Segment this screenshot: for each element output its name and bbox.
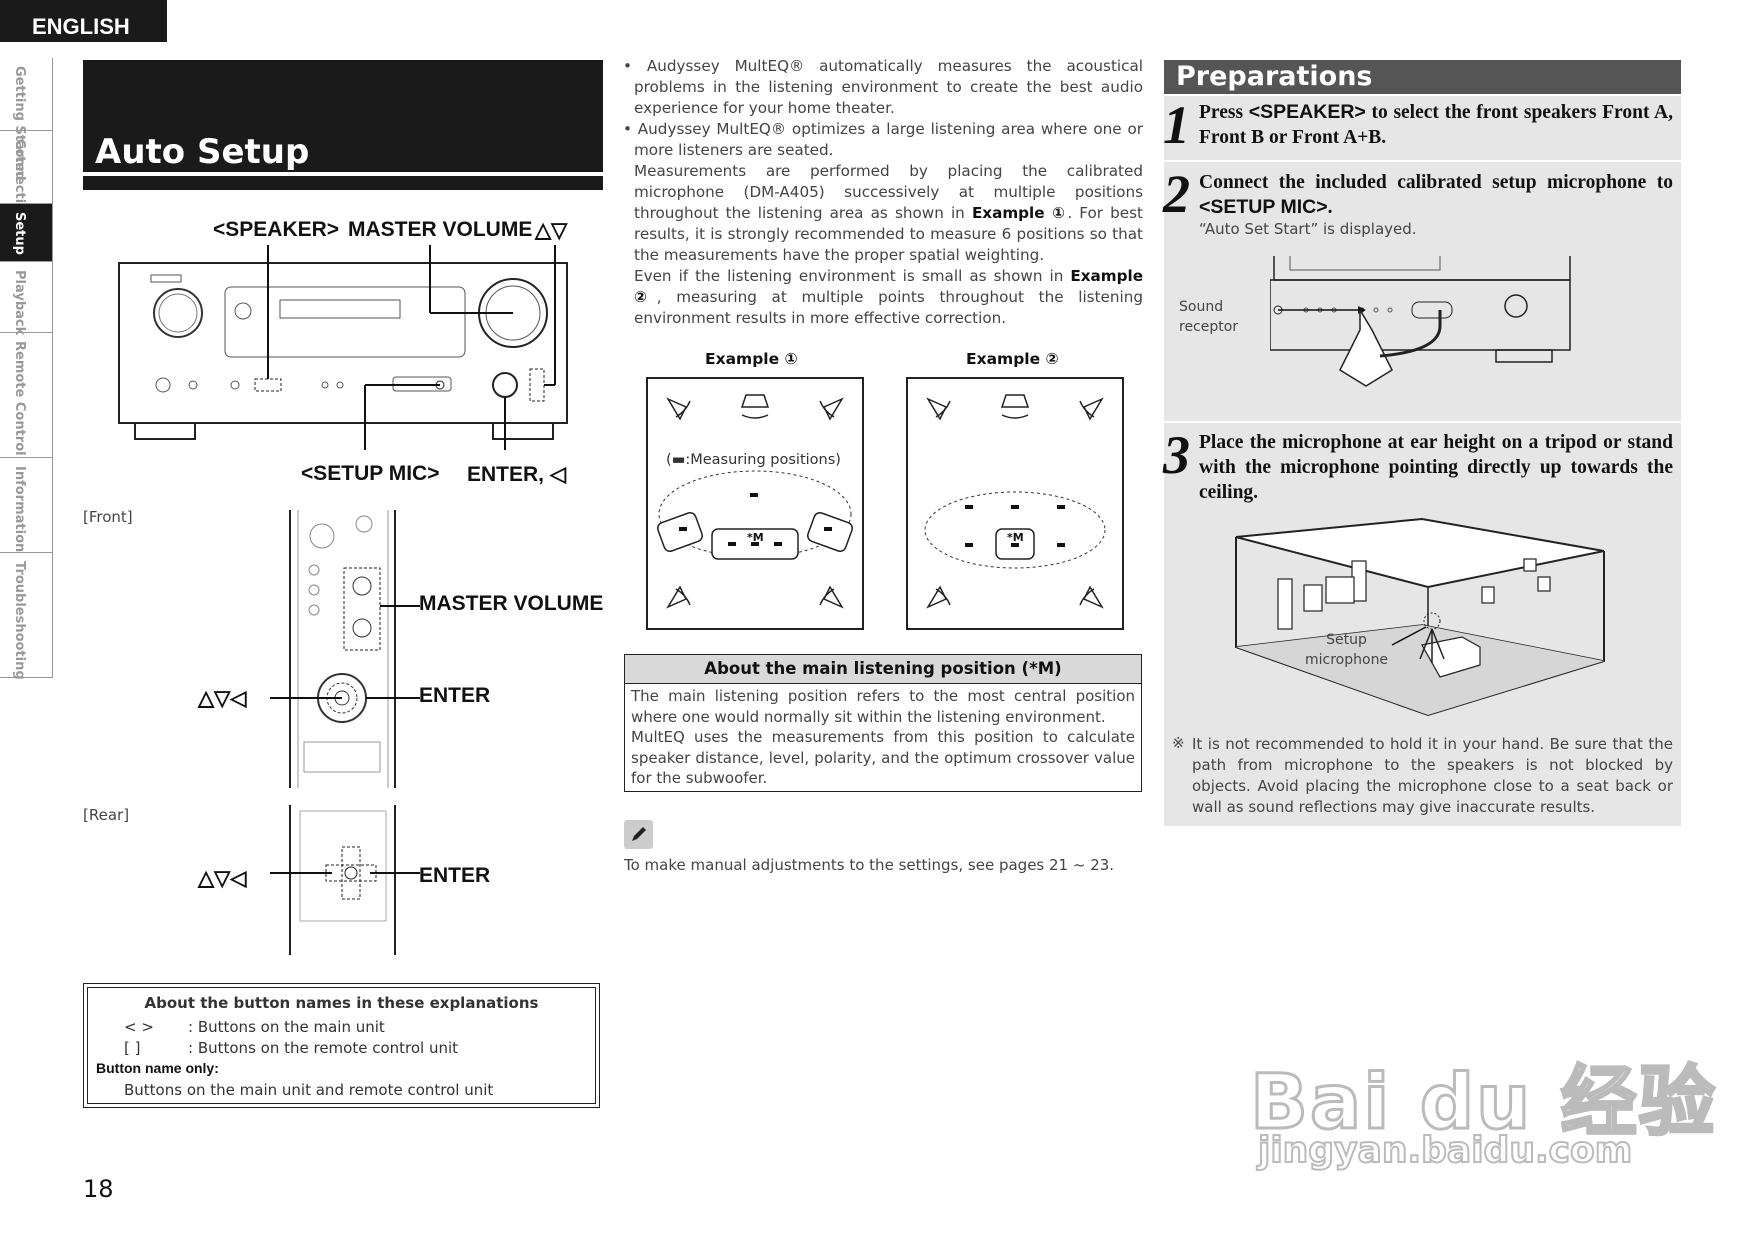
step-2-subtext: “Auto Set Start” is displayed.: [1199, 220, 1417, 238]
main-position-marker-1: *M: [747, 531, 764, 544]
step-2-number: 2: [1163, 164, 1190, 224]
enter-label: ENTER, ◁: [467, 463, 566, 486]
remote-arrows-label: △▽◁: [198, 687, 247, 710]
remote-front-label: [Front]: [83, 508, 133, 526]
button-names-row2-text: : Buttons on the remote control unit: [188, 1039, 459, 1057]
step-2-key: <SETUP MIC>: [1199, 196, 1328, 218]
bullet-2-text: Audyssey MultEQ® optimizes a large liste…: [634, 120, 1143, 159]
page-number: 18: [83, 1175, 114, 1203]
side-tab-connections[interactable]: Connections: [0, 131, 53, 229]
caution-text: It is not recommended to hold it in your…: [1192, 735, 1673, 816]
example-1-diagram: [646, 377, 864, 630]
side-tab-troubleshooting[interactable]: Troubleshooting: [0, 553, 53, 680]
button-names-row2-symbol: [ ]: [124, 1039, 141, 1057]
button-names-box: About the button names in these explanat…: [83, 983, 600, 1108]
bullet-1: • Audyssey MultEQ® automatically measure…: [623, 57, 1143, 117]
master-volume-label: MASTER VOLUME: [348, 218, 533, 241]
remote-rear-label: [Rear]: [83, 806, 130, 824]
button-names-row1-text: : Buttons on the main unit: [188, 1018, 385, 1036]
para1-example-ref: Example ①: [971, 204, 1068, 222]
preparations-title: Preparations: [1176, 61, 1373, 92]
sound-receptor-line-2: receptor: [1179, 319, 1239, 335]
step-1-number: 1: [1163, 95, 1190, 155]
watermark-logo: Bai du 经验: [1249, 1056, 1717, 1148]
example-2-diagram: [906, 377, 1124, 630]
step-1-text-a: Press: [1199, 102, 1249, 123]
step-3-number: 3: [1163, 425, 1190, 485]
step-3-text: Place the microphone at ear height on a …: [1199, 432, 1673, 503]
example-1-label: Example ①: [705, 350, 798, 368]
step-1-text-b: to select the front speakers Front A, Fr…: [1199, 102, 1674, 148]
setup-microphone-line-1: Setup: [1326, 632, 1367, 648]
section-title: Auto Setup: [95, 132, 310, 172]
side-tab-label: Information: [12, 466, 27, 553]
listening-paragraph-2: MultEQ uses the measurements from this p…: [631, 728, 1135, 787]
side-tab-information[interactable]: Information: [0, 458, 53, 553]
main-listening-position-text: The main listening position refers to th…: [625, 684, 1141, 791]
para2-text-b: , measuring at multiple points throughou…: [634, 288, 1144, 327]
step-divider: [1164, 421, 1681, 423]
listening-paragraph-1: The main listening position refers to th…: [631, 687, 1135, 726]
step-1-key: <SPEAKER>: [1248, 101, 1366, 123]
setup-microphone-label: Setup microphone: [1305, 630, 1388, 670]
section-title-bar: Auto Setup: [83, 60, 603, 190]
para1-text-b: . For best results, it is strongly recom…: [634, 204, 1143, 264]
remote-enter-label: ENTER: [419, 684, 491, 707]
note-icon: [624, 820, 653, 849]
main-listening-position-box: About the main listening position (*M) T…: [624, 654, 1142, 792]
side-nav: Getting Started Connections Setup Playba…: [0, 58, 53, 680]
intro-text: • Audyssey MultEQ® automatically measure…: [623, 56, 1143, 329]
preparations-header: Preparations: [1164, 60, 1681, 94]
para1-text-a: Measurements are performed by placing th…: [634, 162, 1143, 222]
side-tab-label: Remote Control: [12, 341, 27, 456]
sound-receptor-line-1: Sound: [1179, 299, 1224, 315]
para2-example-ref: Example ②: [634, 267, 1143, 306]
setup-mic-label: <SETUP MIC>: [301, 462, 440, 485]
bullet-1-text: Audyssey MultEQ® automatically measures …: [634, 57, 1143, 117]
remote-rear-enter-label: ENTER: [419, 864, 491, 887]
setup-microphone-line-2: microphone: [1305, 652, 1389, 668]
arrows-label: △▽: [535, 219, 568, 242]
remote-master-volume-label: MASTER VOLUME: [419, 592, 604, 615]
button-names-title: About the button names in these explanat…: [144, 994, 539, 1012]
side-tab-remote-control[interactable]: Remote Control: [0, 333, 53, 458]
button-name-only-label: Button name only:: [96, 1060, 219, 1076]
step-1-text: Press <SPEAKER> to select the front spea…: [1199, 100, 1673, 150]
step-2-text-b: .: [1327, 197, 1333, 218]
speaker-label: <SPEAKER>: [213, 218, 340, 241]
remote-front-illustration: [270, 510, 420, 788]
receiver-front-panel-illustration: [118, 245, 568, 450]
caution-mark: ※: [1172, 734, 1185, 752]
step-divider: [1164, 160, 1681, 162]
side-tab-getting-started[interactable]: Getting Started: [0, 58, 53, 181]
example-2-label: Example ②: [966, 350, 1059, 368]
step-2-text-a: Connect the included calibrated setup mi…: [1199, 172, 1673, 193]
remote-rear-illustration: [270, 805, 420, 955]
button-name-only-text: Buttons on the main unit and remote cont…: [124, 1081, 494, 1099]
side-tab-label: Troubleshooting: [12, 561, 27, 680]
watermark-url: jingyan.baidu.com: [1257, 1129, 1633, 1172]
manual-adjustment-note: To make manual adjustments to the settin…: [624, 856, 1115, 874]
side-tab-label: Playback: [12, 270, 27, 336]
button-names-row1-symbol: < >: [124, 1018, 154, 1036]
side-tab-playback[interactable]: Playback: [0, 262, 53, 336]
side-tab-label: Setup: [12, 212, 27, 255]
main-position-marker-2: *M: [1007, 531, 1024, 544]
small-room-paragraph: Even if the listening environment is sma…: [623, 266, 1143, 329]
title-rule: [83, 172, 603, 176]
side-tab-setup[interactable]: Setup: [0, 204, 53, 262]
remote-rear-arrows-label: △▽◁: [198, 867, 247, 890]
step-2-text: Connect the included calibrated setup mi…: [1199, 170, 1673, 220]
setup-mic-connection-illustration: [1270, 256, 1571, 387]
bullet-2: • Audyssey MultEQ® optimizes a large lis…: [623, 120, 1143, 159]
sound-receptor-label: Sound receptor: [1179, 297, 1238, 337]
main-listening-position-title: About the main listening position (*M): [625, 655, 1141, 684]
room-microphone-placement-illustration: [1235, 517, 1605, 717]
measurement-paragraph: Measurements are performed by placing th…: [623, 161, 1143, 266]
measuring-positions-note: (▬:Measuring positions): [666, 452, 841, 468]
language-tab: ENGLISH: [0, 0, 167, 42]
para2-text-a: Even if the listening environment is sma…: [634, 267, 1071, 285]
